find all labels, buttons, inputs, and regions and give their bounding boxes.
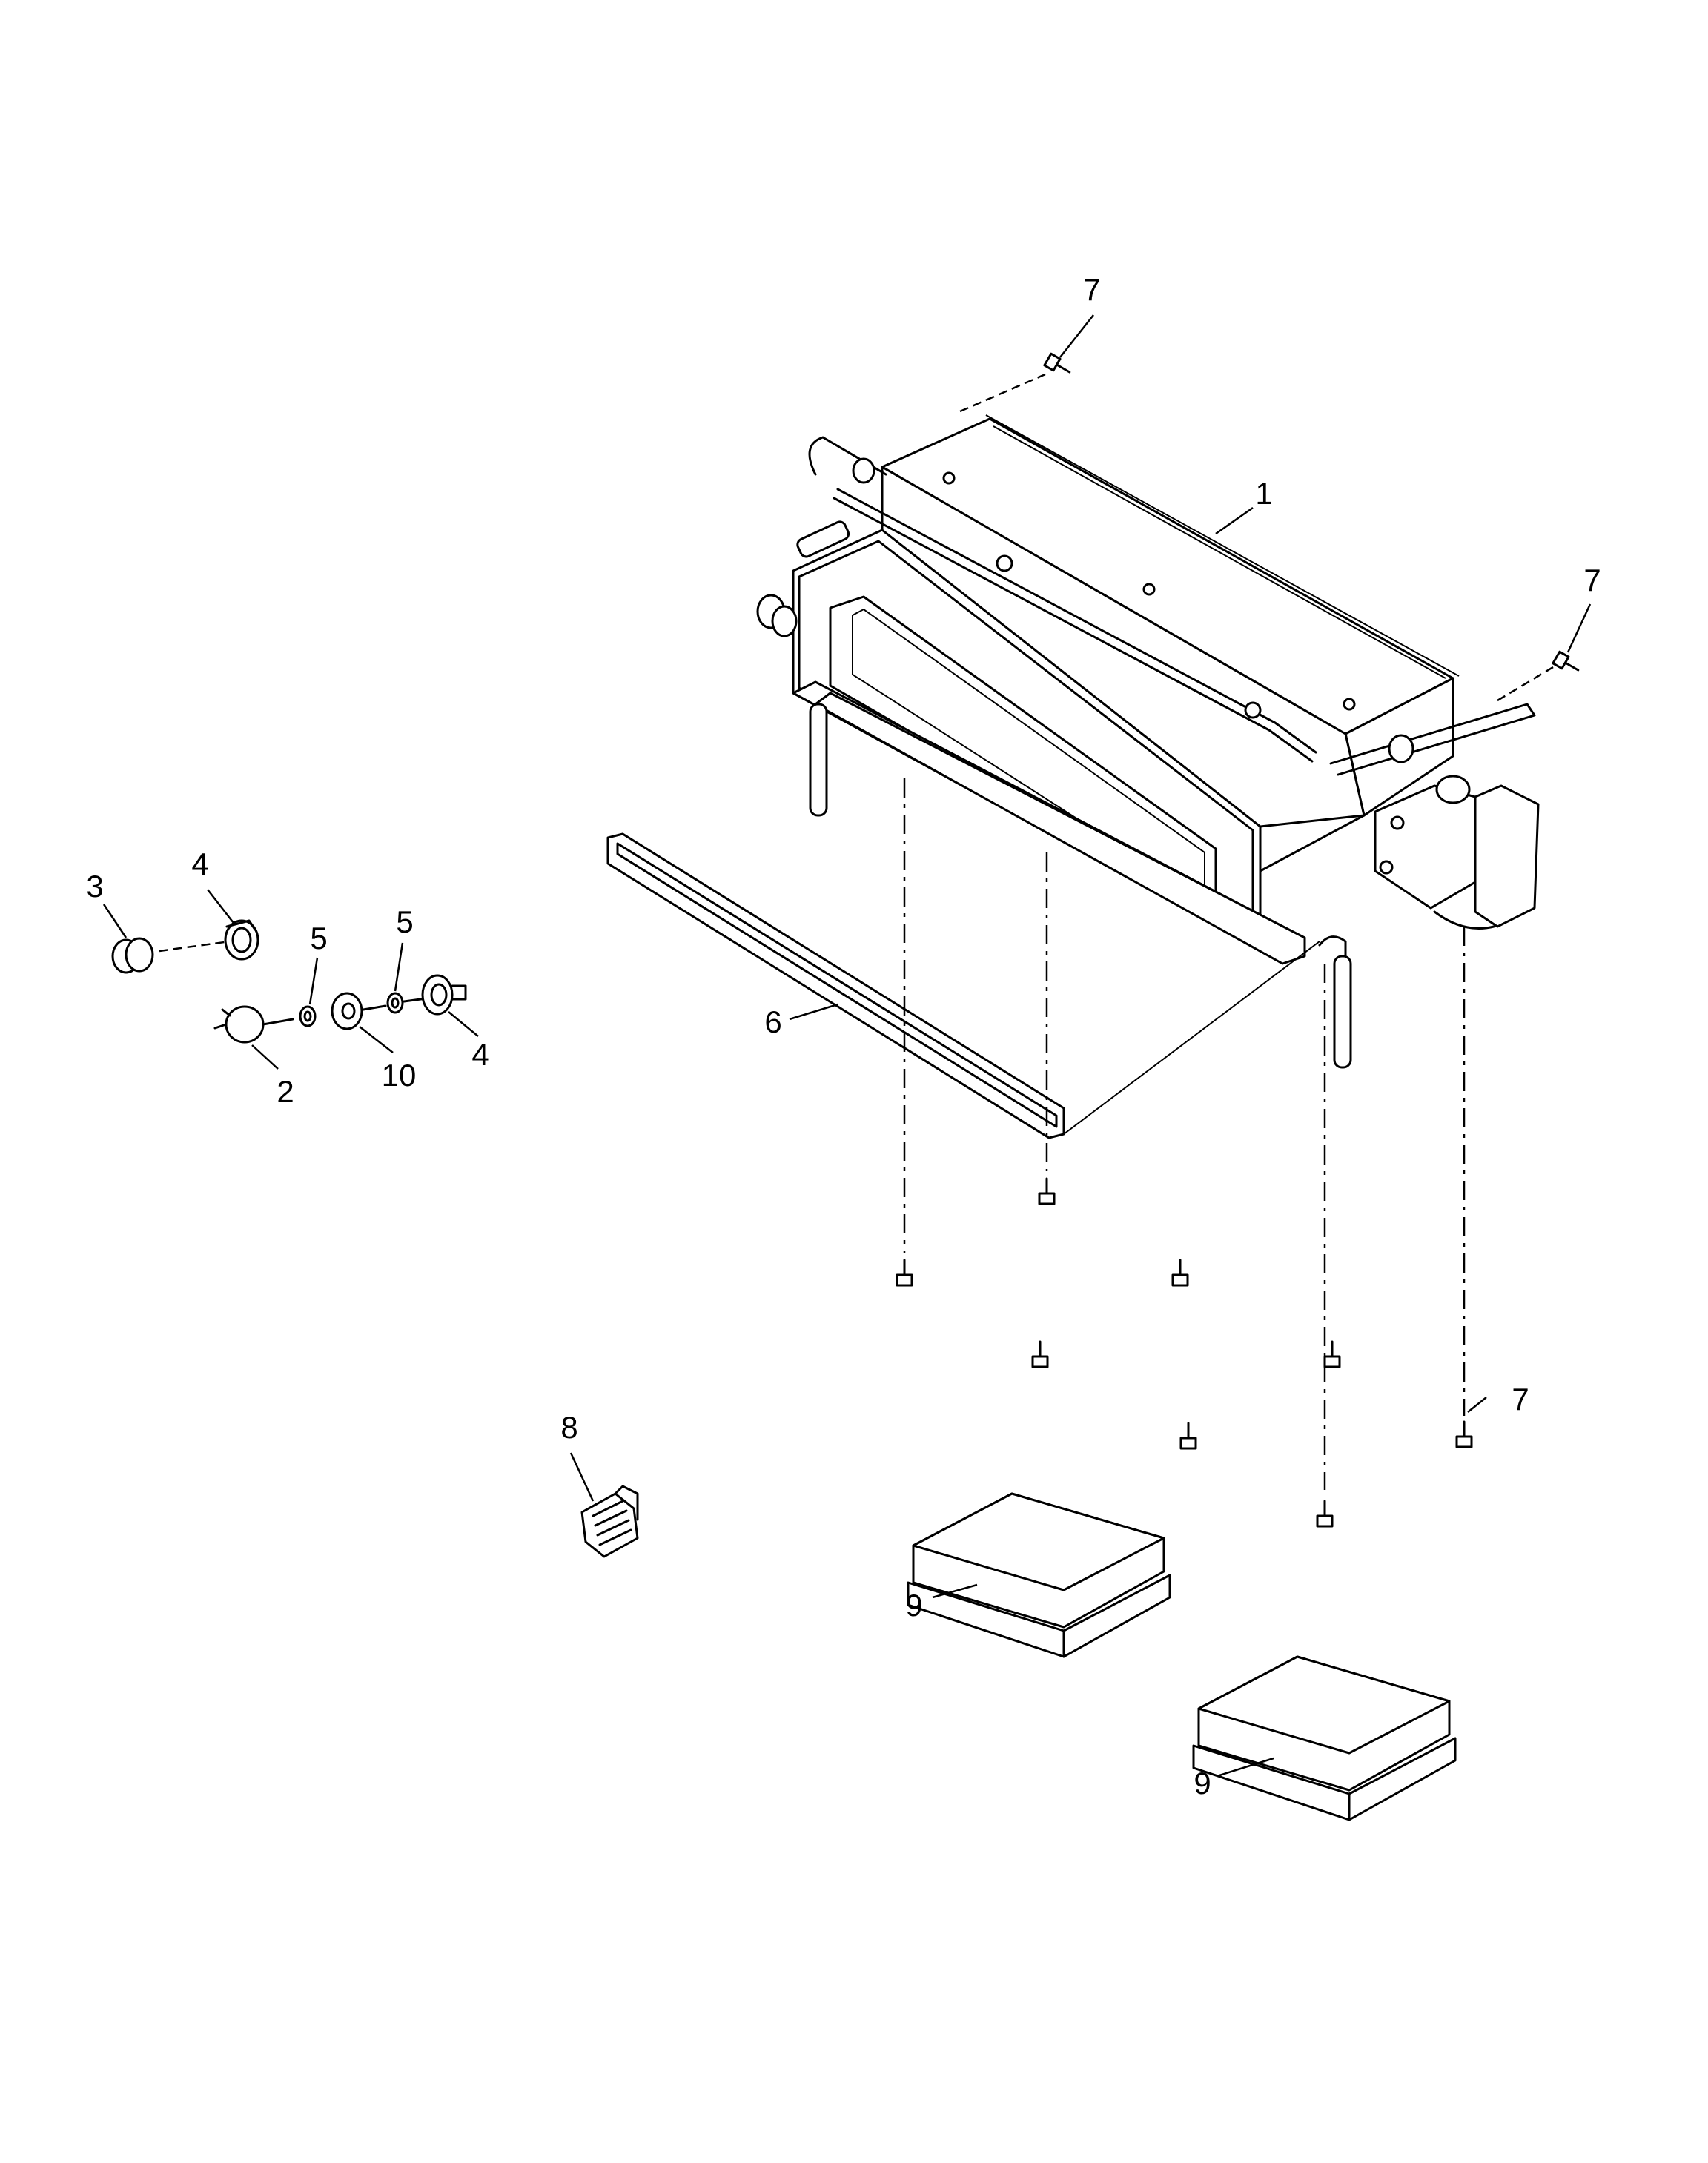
callout-7-top: 7 [1083,272,1100,307]
callouts: 1 2 3 4 4 5 5 6 7 7 7 8 9 9 10 [86,272,1601,1801]
callout-9-upper: 9 [905,1588,922,1623]
callout-6: 6 [764,1004,781,1039]
knob [111,937,154,974]
screw-bottom-8 [1316,1500,1334,1528]
callout-4-top: 4 [191,847,208,881]
callout-1: 1 [1255,476,1272,511]
assembly-lines [159,373,1554,1490]
callout-5-right: 5 [396,904,413,939]
callout-3: 3 [86,869,103,904]
nut-right [386,992,428,1014]
screw-bottom-6 [1179,1422,1197,1450]
screw-bottom-3 [1171,1259,1189,1287]
gasket-strip [606,832,1065,1139]
control-knob-parts [111,919,467,1044]
bezel-ring-right [421,974,467,1016]
heater-core-assembly [756,414,1540,1069]
screw-bottom-7 [1455,1420,1473,1448]
callout-5-left: 5 [310,921,327,955]
leader-lines [102,314,1592,1777]
callout-2: 2 [277,1074,294,1109]
screw-bottom-4 [1031,1340,1049,1368]
screw-right [1552,650,1580,672]
switch-body [214,1005,294,1044]
callout-10: 10 [382,1058,417,1093]
blower-resistor [580,1485,639,1558]
screw-bottom-5 [1323,1340,1341,1368]
air-filter-2 [1192,1655,1457,1821]
callout-7-right: 7 [1583,563,1601,597]
callout-4-right: 4 [471,1037,489,1072]
screws [896,352,1580,1528]
screw-bottom-1 [1038,1177,1056,1205]
screw-bottom-2 [896,1259,913,1287]
bezel-ring-left [224,919,259,961]
callout-9-lower: 9 [1194,1766,1211,1801]
nut-left [299,1005,317,1027]
screw-top [1043,352,1071,374]
air-filter-1 [907,1492,1171,1658]
callout-8: 8 [560,1410,577,1445]
washer [331,992,387,1030]
callout-7-bottom: 7 [1512,1382,1529,1417]
